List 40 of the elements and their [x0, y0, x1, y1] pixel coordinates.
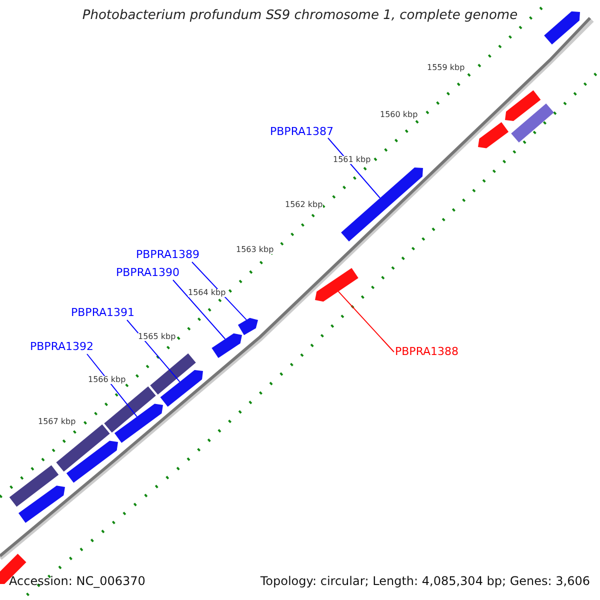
gene-block	[104, 386, 156, 433]
leader-line	[338, 290, 394, 352]
genome-info-note: Topology: circular; Length: 4,085,304 bp; Genes: 3,606	[260, 575, 590, 587]
title: Photobacterium profundum SS9 chromosome 1, complete genome	[81, 9, 519, 22]
gene-block	[160, 370, 203, 407]
gene-block	[9, 465, 59, 507]
gene-block	[114, 404, 163, 443]
tick-label: 1561 kbp	[333, 156, 371, 164]
leader-line	[86, 354, 138, 418]
gene-block	[150, 353, 196, 395]
tick-label: 1562 kbp	[285, 201, 323, 209]
gene-block	[341, 167, 423, 242]
tick-label: 1564 kbp	[188, 289, 226, 297]
gene-block	[478, 122, 509, 148]
tick-label: 1560 kbp	[380, 111, 418, 119]
gene-block	[238, 318, 258, 336]
gene-label: PBPRA1387	[270, 126, 334, 137]
gene-block	[315, 268, 358, 302]
gene-label: PBPRA1391	[71, 307, 135, 318]
tick-label: 1565 kbp	[138, 333, 176, 341]
leader-line	[126, 320, 180, 382]
gene-block	[505, 90, 541, 122]
gene-label: PBPRA1388	[395, 346, 459, 357]
gene-block	[56, 424, 110, 472]
leader-line	[172, 280, 226, 340]
leader-line	[192, 262, 247, 320]
gene-block	[544, 11, 580, 45]
gene-label: PBPRA1390	[116, 267, 180, 278]
gene-block	[66, 440, 118, 483]
leader-line	[328, 138, 381, 198]
tick-label: 1567 kbp	[38, 418, 76, 426]
tick-label: 1566 kbp	[88, 376, 126, 384]
gene-block	[212, 333, 242, 358]
accession-note: Accession: NC_006370	[9, 575, 146, 587]
tick-label: 1563 kbp	[236, 246, 274, 254]
gene-block	[511, 103, 554, 143]
gene-block	[18, 486, 65, 523]
gene-label: PBPRA1392	[30, 341, 94, 352]
gene-label: PBPRA1389	[136, 249, 200, 260]
tick-label: 1559 kbp	[427, 64, 465, 72]
